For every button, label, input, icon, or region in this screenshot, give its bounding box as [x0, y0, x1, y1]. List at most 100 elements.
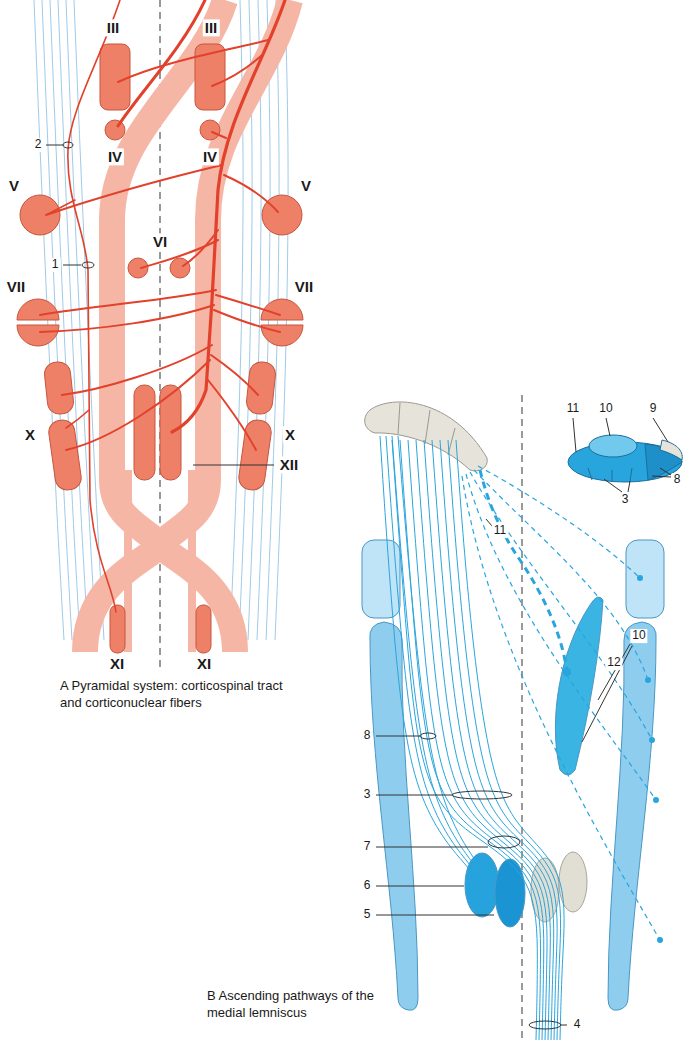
lemniscus-fibers: [408, 440, 544, 1040]
callout-number: 3: [620, 493, 631, 507]
thalamus-inset: [589, 435, 637, 457]
cranial-nerve-nucleus: [20, 195, 60, 235]
inset-leader: [660, 468, 671, 475]
thalamus-inset: [588, 468, 632, 482]
nerve-nucleus-label: V: [7, 177, 21, 194]
callout-number: 4: [572, 1018, 583, 1032]
thalamic-projection: [462, 466, 660, 940]
corticonuclear-fibers: [216, 295, 280, 315]
inset-leader: [573, 418, 576, 452]
callout-number: 9: [648, 402, 659, 416]
nerve-nucleus-label: III: [105, 19, 122, 36]
inset-leader: [652, 476, 671, 477]
leader-line: [193, 465, 274, 466]
cranial-nerve-nucleus: [170, 258, 190, 278]
leader-line: [46, 142, 274, 465]
corticonuclear-fibers: [212, 132, 226, 138]
thalamic-projection: [466, 474, 656, 800]
nerve-nucleus-label: IV: [106, 148, 124, 165]
corticonuclear-fibers: [211, 355, 258, 395]
cranial-nerve-nucleus: [47, 419, 82, 492]
cranial-nerve-nucleus: [128, 258, 148, 278]
callout-number: 12: [605, 656, 622, 670]
center-line: [160, 0, 522, 1040]
callout-number: 8: [362, 729, 373, 743]
lemniscus-fibers: [66, 0, 96, 640]
leader-line: [561, 1025, 567, 1026]
callout-number: 2: [33, 138, 44, 152]
nerve-nucleus-label: XII: [278, 456, 300, 473]
figure-caption: A Pyramidal system: corticospinal tract …: [58, 678, 302, 712]
corticonuclear-fibers: [66, 410, 89, 428]
cranial-nerve-nucleus: [17, 325, 59, 346]
corticonuclear-fibers: [224, 175, 278, 212]
lemniscus-fibers: [440, 440, 557, 1040]
leader-line: [82, 262, 94, 268]
nerve-nucleus-label: VI: [151, 233, 169, 250]
nerve-nucleus-label: VII: [293, 278, 315, 295]
fiber-terminal: [563, 668, 571, 676]
nerve-nucleus-label: XI: [108, 655, 126, 672]
lemniscus-fibers: [416, 440, 547, 1040]
lemniscus-fibers: [432, 440, 554, 1040]
leader-line: [46, 145, 63, 146]
cranial-nerve-nucleus: [17, 299, 59, 320]
callout-number: 8: [672, 473, 683, 487]
dorsal-column-nucleus: [465, 853, 499, 917]
lemniscus-fibers: [448, 440, 561, 1040]
leader-line: [488, 836, 520, 848]
lemniscus-fibers: [58, 0, 88, 640]
leader-line: [376, 519, 632, 1029]
lemniscus-fibers: [392, 440, 537, 1040]
nerve-nucleus-label: IV: [201, 148, 219, 165]
thalamic-projection: [462, 476, 660, 940]
fiber-terminal: [657, 937, 663, 943]
leader-line: [582, 646, 632, 742]
dorsal-column-nucleus: [555, 597, 603, 775]
leader-line: [376, 915, 494, 916]
callout-number: 1: [50, 258, 61, 272]
leader-line: [529, 1021, 561, 1029]
corticonuclear-fibers: [212, 55, 262, 86]
corticonuclear-fibers: [118, 40, 268, 82]
callout-number: 7: [362, 840, 373, 854]
fiber-terminal: [563, 575, 663, 943]
thalamic-projection: [474, 470, 648, 680]
corticonuclear-fibers: [40, 305, 214, 332]
leader-line: [376, 886, 464, 887]
leader-line: [598, 644, 630, 700]
leader-line: [452, 791, 512, 799]
figure-caption: B Ascending pathways of the medial lemni…: [205, 988, 384, 1022]
callout-number: 5: [362, 908, 373, 922]
lemniscus-fibers: [380, 436, 470, 870]
callout-number: 10: [630, 629, 647, 643]
corticonuclear-fibers: [214, 310, 280, 332]
thalamus-inset: [660, 440, 682, 460]
center-line: [522, 395, 523, 1040]
nerve-nucleus-label: V: [299, 177, 313, 194]
corticonuclear-fibers: [66, 360, 210, 450]
cranial-nerve-nucleus: [200, 120, 220, 140]
corticonuclear-fibers: [118, 0, 205, 126]
leader-line: [376, 736, 420, 737]
lemniscus-fibers: [392, 436, 478, 870]
leader-line: [376, 847, 488, 848]
callout-number: 3: [362, 788, 373, 802]
cranial-nerve-nucleus: [100, 44, 130, 110]
corticonuclear-fibers: [40, 0, 285, 612]
corticonuclear-fibers: [208, 380, 256, 450]
cranial-nerve-nucleus: [43, 361, 74, 415]
cranial-nerve-nucleus: [17, 44, 303, 653]
dorsal-column-nucleus: [608, 540, 664, 1010]
inset-leader: [604, 479, 622, 492]
nerve-nucleus-label: X: [283, 426, 297, 443]
callout-number: 6: [362, 879, 373, 893]
lemniscus-fibers: [386, 436, 474, 870]
leader-line: [63, 265, 81, 266]
leader-line: [63, 142, 73, 148]
inset-leader: [628, 481, 630, 492]
thalamic-projection: [470, 472, 652, 740]
cranial-nerve-nucleus: [237, 419, 272, 492]
